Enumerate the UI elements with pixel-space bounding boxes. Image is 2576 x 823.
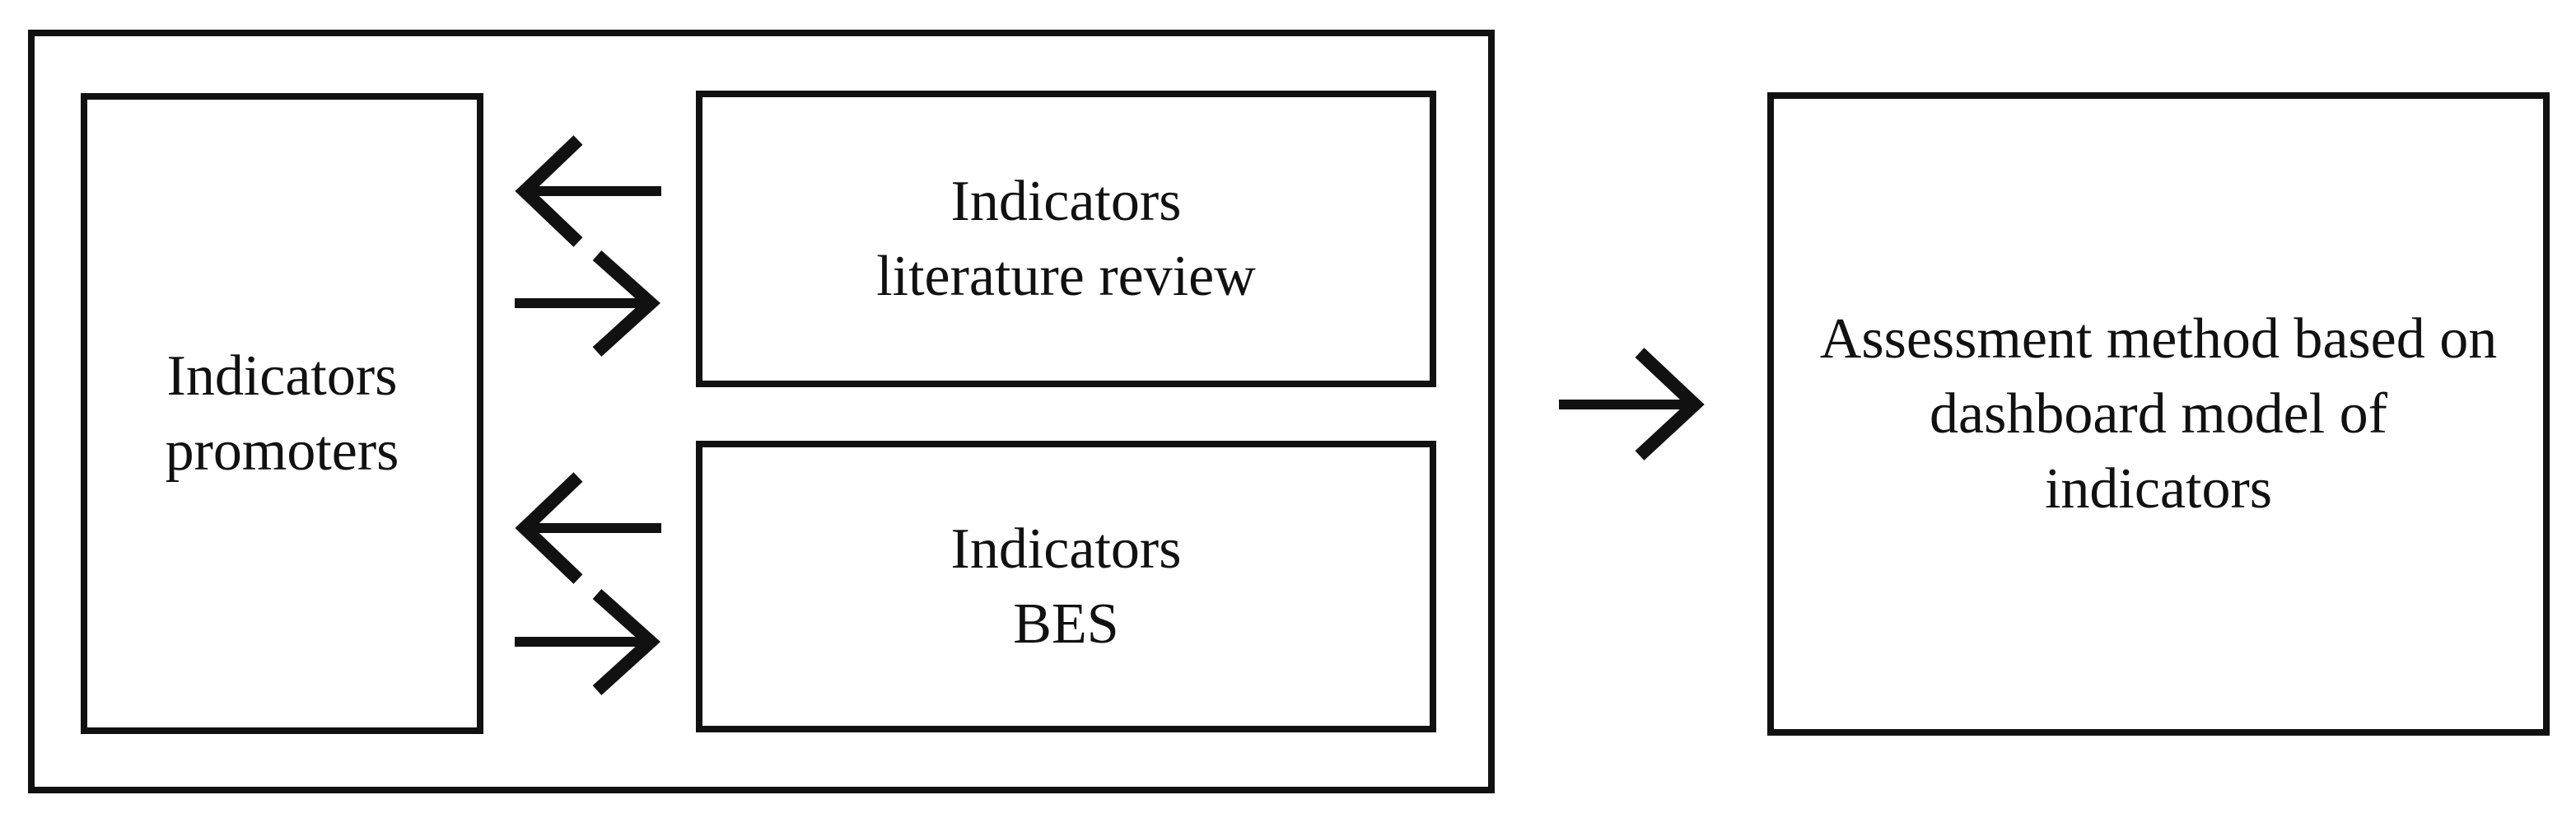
indicators-promoters-label: Indicators promoters bbox=[165, 344, 399, 483]
indicators-bes-box: Indicators BES bbox=[696, 441, 1436, 732]
indicators-literature-review-box: Indicators literature review bbox=[696, 91, 1436, 387]
indicators-group-box: Indicators promoters Indicators literatu… bbox=[28, 30, 1495, 793]
indicators-promoters-box: Indicators promoters bbox=[81, 93, 483, 734]
assessment-method-label: Assessment method based on dashboard mod… bbox=[1819, 307, 2498, 521]
indicators-literature-review-label: Indicators literature review bbox=[876, 170, 1256, 308]
indicators-bes-label: Indicators BES bbox=[950, 517, 1182, 656]
assessment-method-box: Assessment method based on dashboard mod… bbox=[1767, 92, 2550, 736]
arrow-group-to-assessment-icon bbox=[1559, 348, 1705, 461]
